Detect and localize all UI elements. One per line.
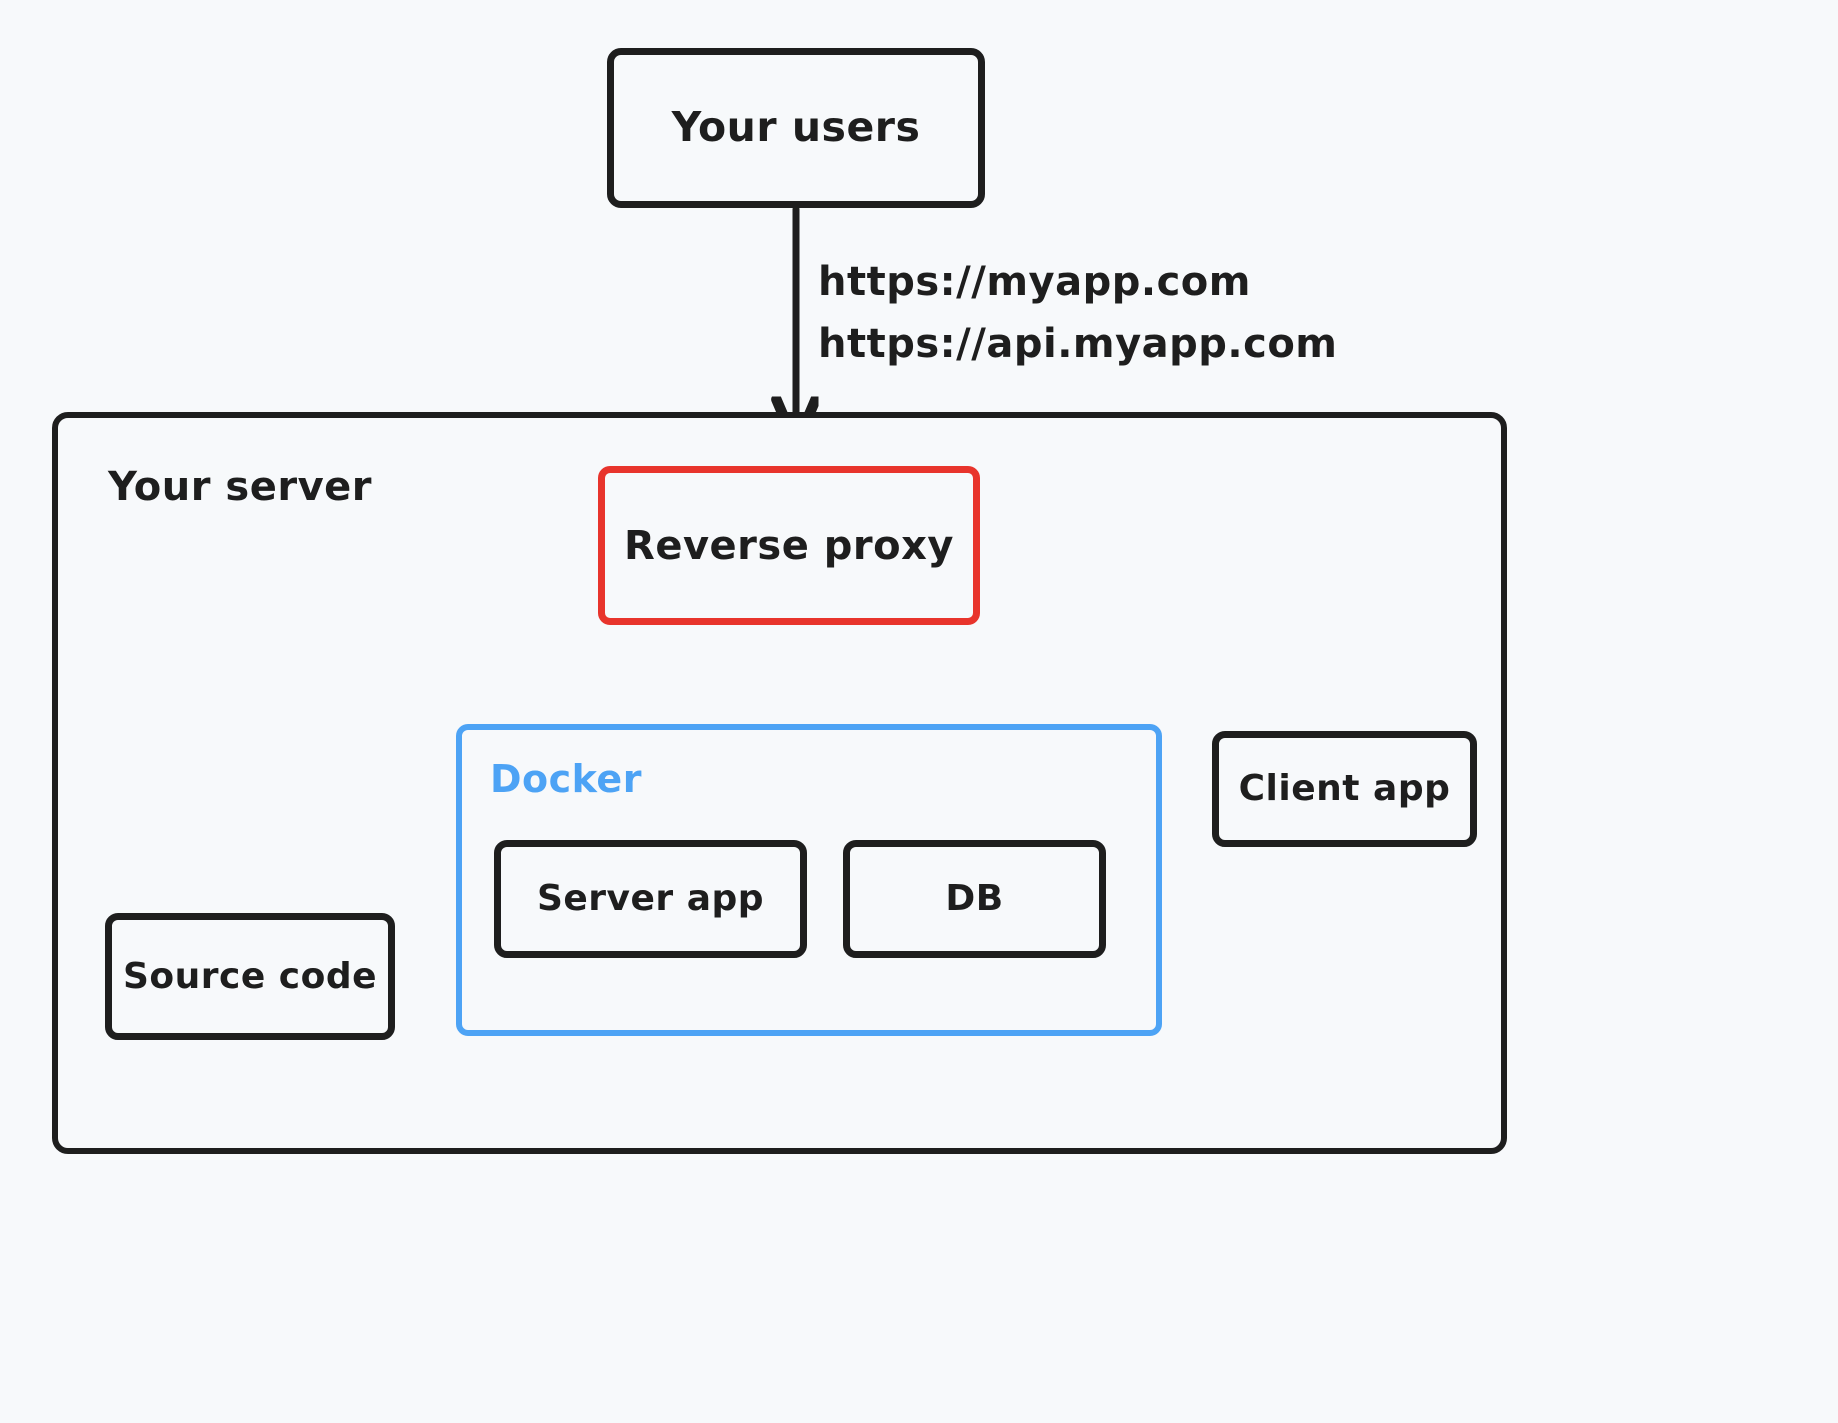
url-line-app: https://myapp.com [818, 259, 1251, 305]
node-server-app-label: Server app [536, 878, 765, 920]
node-your-users-label: Your users [671, 103, 921, 152]
url-line-api: https://api.myapp.com [818, 321, 1338, 367]
url-annotation: https://myapp.com https://api.myapp.com [818, 251, 1337, 375]
node-reverse-proxy[interactable]: Reverse proxy [598, 466, 980, 625]
container-your-server-label: Your server [108, 464, 372, 510]
node-db[interactable]: DB [843, 840, 1106, 958]
node-source-code[interactable]: Source code [105, 913, 395, 1040]
node-client-app-label: Client app [1238, 768, 1451, 810]
node-reverse-proxy-label: Reverse proxy [624, 522, 954, 569]
container-docker-label: Docker [490, 757, 642, 801]
node-source-code-label: Source code [122, 955, 378, 997]
node-your-users[interactable]: Your users [607, 48, 985, 208]
node-server-app[interactable]: Server app [494, 840, 807, 958]
node-db-label: DB [945, 878, 1004, 920]
node-client-app[interactable]: Client app [1212, 731, 1477, 847]
